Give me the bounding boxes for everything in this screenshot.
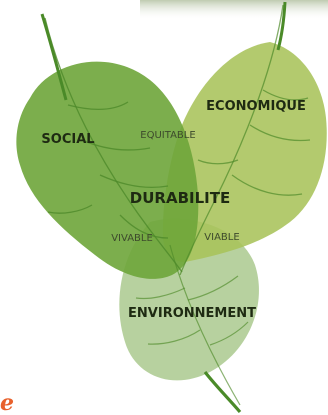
equitable-label: EQUITABLE [140,130,195,141]
durabilite-label: DURABILITE [130,189,230,207]
economique-veins [179,4,311,276]
social-leaf [16,61,199,279]
environnement-stem [203,371,242,414]
economique-leaf [162,42,327,262]
vivable-label: VIVABLE [111,233,153,244]
environnement-veins [135,244,249,406]
environnement-label: ENVIRONNEMENT [128,306,256,321]
social-stem [40,13,68,101]
social-label: SOCIAL [41,132,94,147]
viable-label: VIABLE [204,232,239,243]
social-veins [44,17,183,273]
economique-label: ECONOMIQUE [206,99,306,114]
background-texture [140,0,328,20]
economique-stem [276,1,287,51]
logo-fragment: e [0,390,14,415]
